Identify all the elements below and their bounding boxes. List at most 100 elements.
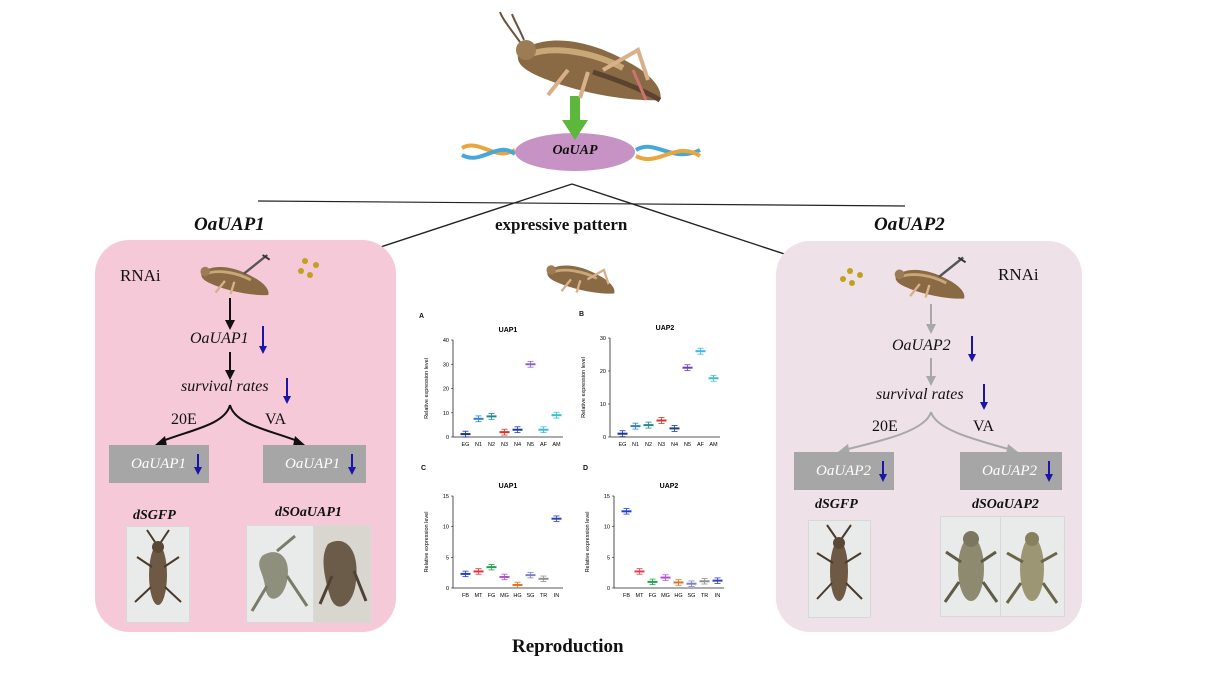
right-box-va-label: OaUAP2 — [982, 462, 1037, 479]
y-tick-label: 10 — [604, 525, 610, 531]
left-rnai-label: RNAi — [120, 266, 161, 285]
grasshopper-small-icon — [546, 265, 615, 294]
y-tick-label: 15 — [604, 494, 610, 500]
y-axis-label: Relative expression level — [424, 358, 430, 419]
right-rnai-label: RNAi — [998, 265, 1039, 284]
left-treatment-photo-1 — [246, 525, 315, 623]
x-tick-label: N3 — [658, 442, 665, 448]
left-flow-arrows — [155, 298, 305, 446]
left-box-20e-label: OaUAP1 — [131, 455, 186, 472]
dead-grasshopper-icon — [318, 540, 368, 607]
right-20e-label: 20E — [872, 418, 898, 435]
y-tick-label: 15 — [443, 494, 449, 500]
x-tick-label: MG — [500, 593, 509, 599]
y-tick-label: 0 — [603, 435, 606, 441]
x-tick-label: AF — [697, 442, 705, 448]
y-axis-label: Relative expression level — [424, 512, 430, 573]
y-tick-label: 0 — [446, 435, 449, 441]
dsrna-dots-icon — [298, 258, 319, 278]
left-treatment-photo-2 — [313, 525, 371, 623]
chart-title: UAP1 — [499, 483, 518, 490]
left-treatment-label: dSOaUAP1 — [275, 505, 342, 520]
left-control-label: dSGFP — [133, 508, 176, 523]
grasshopper-icon — [499, 11, 662, 103]
x-tick-label: HG — [674, 593, 682, 599]
x-tick-label: SG — [527, 593, 535, 599]
gene-label: OaUAP — [552, 143, 598, 158]
left-gene-heading: OaUAP1 — [194, 214, 265, 235]
injected-grasshopper-icon — [894, 256, 967, 299]
right-box-va: OaUAP2 — [960, 452, 1062, 490]
right-va-label: VA — [973, 418, 995, 435]
y-axis-label: Relative expression level — [581, 357, 587, 418]
left-box-va-label: OaUAP1 — [285, 455, 340, 472]
y-tick-label: 10 — [600, 402, 606, 408]
dna-helix-left — [461, 143, 517, 160]
grasshopper-photo-icon — [1005, 532, 1059, 604]
chart-title: UAP1 — [499, 327, 518, 334]
panel-letter-a: A — [419, 313, 425, 320]
x-tick-label: TR — [540, 593, 547, 599]
right-box-20e: OaUAP2 — [794, 452, 894, 490]
right-flow-arrows — [838, 304, 1018, 454]
left-survival-label: survival rates — [181, 378, 269, 395]
down-arrow-icon — [194, 454, 202, 475]
left-20e-label: 20E — [171, 411, 197, 428]
chart-title: UAP2 — [656, 325, 675, 332]
injected-grasshopper-icon — [200, 254, 271, 296]
y-tick-label: 0 — [446, 586, 449, 592]
y-tick-label: 5 — [607, 555, 610, 561]
y-tick-label: 30 — [600, 336, 606, 342]
gene-ellipse — [515, 133, 635, 171]
left-box-va: OaUAP1 — [263, 445, 366, 483]
left-va-label: VA — [265, 411, 287, 428]
right-knockdown-label: OaUAP2 — [892, 337, 951, 354]
x-tick-label: N5 — [527, 442, 534, 448]
x-tick-label: AM — [552, 442, 561, 448]
divider-line — [257, 200, 906, 207]
right-gene-heading: OaUAP2 — [874, 214, 945, 235]
left-box-20e: OaUAP1 — [109, 445, 209, 483]
right-control-photo — [808, 520, 871, 618]
down-arrow-icon — [348, 454, 356, 475]
x-tick-label: N5 — [684, 442, 691, 448]
right-box-20e-label: OaUAP2 — [816, 462, 871, 479]
x-tick-label: EG — [462, 442, 470, 448]
right-control-label: dSGFP — [815, 497, 858, 512]
chart-title: UAP2 — [660, 483, 679, 490]
panel-letter-c: C — [421, 465, 427, 472]
x-tick-label: HG — [513, 593, 521, 599]
x-tick-label: IN — [715, 593, 721, 599]
left-control-photo — [126, 526, 190, 623]
left-knockdown-label: OaUAP1 — [190, 330, 249, 347]
dna-helix-right — [634, 144, 702, 162]
reproduction-label: Reproduction — [512, 636, 624, 657]
y-axis-label: Relative expression level — [585, 512, 591, 573]
down-arrow-icon — [1045, 461, 1053, 482]
x-tick-label: N3 — [501, 442, 508, 448]
x-tick-label: IN — [554, 593, 560, 599]
y-tick-label: 40 — [443, 338, 449, 344]
x-tick-label: AF — [540, 442, 548, 448]
x-tick-label: N4 — [671, 442, 678, 448]
x-tick-label: EG — [619, 442, 627, 448]
right-treatment-photo-1 — [940, 516, 1002, 617]
x-tick-label: MG — [661, 593, 670, 599]
panel-letter-d: D — [583, 465, 589, 472]
x-tick-label: SG — [688, 593, 696, 599]
expression-pattern-label: expressive pattern — [495, 215, 628, 234]
x-tick-label: FB — [462, 593, 469, 599]
right-survival-label: survival rates — [876, 386, 964, 403]
x-tick-label: FG — [649, 593, 657, 599]
y-tick-label: 10 — [443, 411, 449, 417]
x-tick-label: MT — [636, 593, 645, 599]
x-tick-label: N2 — [645, 442, 652, 448]
x-tick-label: N1 — [475, 442, 482, 448]
x-tick-label: MT — [475, 593, 484, 599]
panel-letter-b: B — [579, 311, 585, 318]
x-tick-label: FB — [623, 593, 630, 599]
